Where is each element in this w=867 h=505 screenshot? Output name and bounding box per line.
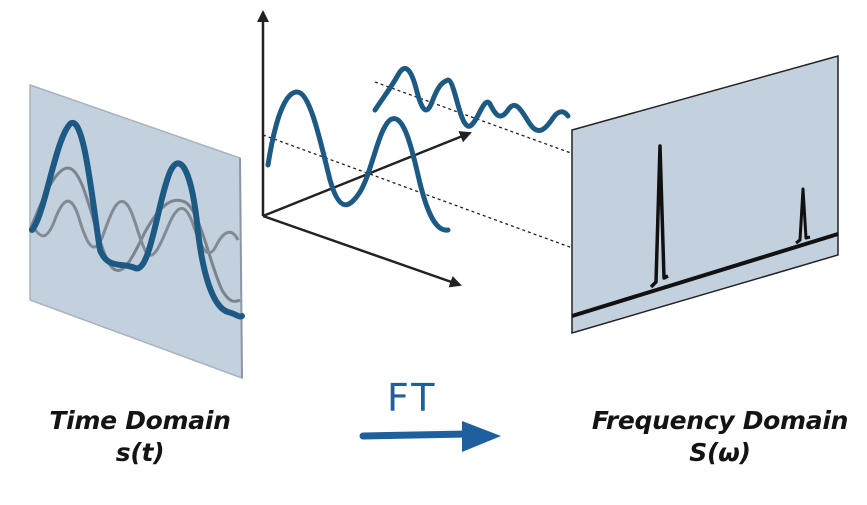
- frequency-domain-panel: [571, 55, 839, 335]
- time-composite-signal: [29, 119, 245, 320]
- low-frequency-wave: [265, 89, 451, 233]
- time-domain-symbol: s(t): [115, 438, 165, 467]
- time-component-wave-low: [28, 166, 241, 303]
- time-domain-caption: Time Domain s(t): [10, 405, 270, 469]
- time-domain-plane: [29, 83, 243, 380]
- projection-lines: [262, 81, 801, 281]
- frequency-domain-caption: Frequency Domain S(ω): [590, 405, 850, 469]
- decomposed-waves: [265, 66, 571, 233]
- frequency-domain-plane: [571, 55, 839, 335]
- coordinate-axes: [257, 10, 472, 288]
- spectrum-peak-high: [795, 187, 811, 245]
- time-component-wave-high: [30, 199, 240, 257]
- frequency-domain-title: Frequency Domain: [591, 406, 849, 435]
- fourier-transform-arrow: [359, 421, 501, 452]
- time-domain-title: Time Domain: [49, 406, 231, 435]
- frequency-domain-symbol: S(ω): [689, 438, 751, 467]
- spectrum-baseline: [571, 232, 839, 318]
- projection-line-low: [262, 134, 661, 281]
- ft-label: FT: [387, 376, 438, 420]
- time-axis: [262, 214, 462, 288]
- spectrum-peak-low: [649, 144, 669, 289]
- time-domain-panel: [28, 83, 245, 380]
- high-frequency-wave: [372, 66, 571, 133]
